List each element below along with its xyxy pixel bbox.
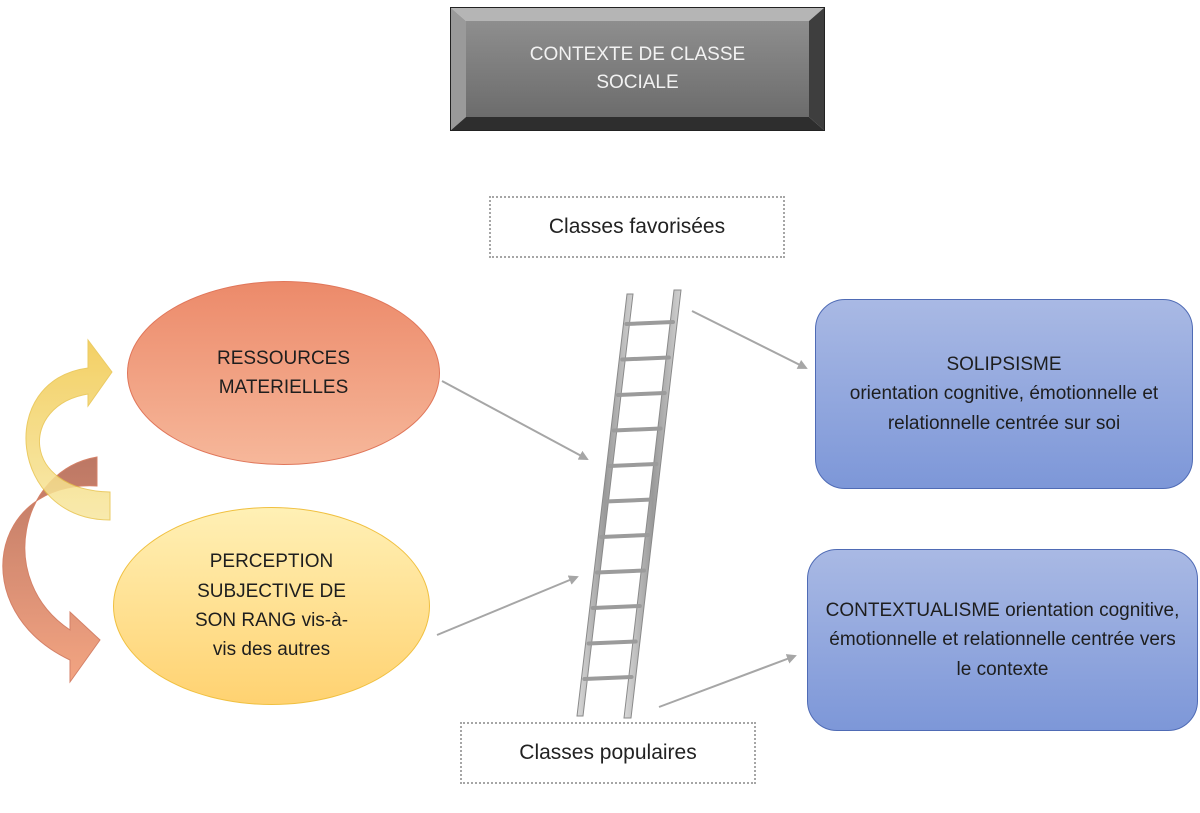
ladder-rung <box>624 320 676 326</box>
ladder-rung <box>607 462 659 468</box>
ladder-rung <box>582 675 634 681</box>
ladder-rung <box>599 533 651 539</box>
ladder-rung <box>590 604 642 610</box>
ellipse-ressources-text: RESSOURCES MATERIELLES <box>216 347 351 398</box>
curved-arrow-yellow <box>25 338 113 521</box>
ellipse-ressources-materielles: RESSOURCES MATERIELLES <box>127 281 440 465</box>
arrow-ladder-to-contextualisme <box>658 654 797 708</box>
ladder-rung <box>611 426 663 433</box>
ladder-rung <box>620 355 671 362</box>
box-solipsisme-title: SOLIPSISME <box>946 353 1062 375</box>
ellipse-perception-text: PERCEPTION SUBJECTIVE DE SON RANG vis-à-… <box>194 551 349 661</box>
box-solipsisme-text: orientation cognitive, émotionnelle et r… <box>849 383 1159 434</box>
label-classes-populaires-text: Classes populaires <box>519 741 697 764</box>
label-classes-populaires: Classes populaires <box>460 722 756 784</box>
label-classes-favorisees: Classes favorisées <box>489 196 785 258</box>
ladder-rung <box>616 391 667 397</box>
ladder-rung <box>595 568 646 575</box>
box-solipsisme: SOLIPSISME orientation cognitive, émotio… <box>815 299 1193 489</box>
box-contextualisme-text: CONTEXTUALISME orientation cognitive, ém… <box>825 599 1180 680</box>
title-box-bevel <box>450 7 825 131</box>
title-text: CONTEXTE DE CLASSE SOCIALE <box>466 21 809 117</box>
curved-arrow-orange <box>2 456 101 684</box>
ladder-icon <box>576 289 682 719</box>
ellipse-perception-subjective: PERCEPTION SUBJECTIVE DE SON RANG vis-à-… <box>113 507 430 705</box>
arrow-resources-to-ladder <box>441 380 589 460</box>
box-contextualisme: CONTEXTUALISME orientation cognitive, ém… <box>807 549 1198 731</box>
label-classes-favorisees-text: Classes favorisées <box>548 215 726 238</box>
ladder-rung <box>603 497 655 504</box>
arrow-perception-to-ladder <box>436 575 579 636</box>
title-box: CONTEXTE DE CLASSE SOCIALE <box>450 7 825 131</box>
arrow-ladder-to-solipsisme <box>691 310 808 369</box>
ladder-rung <box>586 639 638 646</box>
